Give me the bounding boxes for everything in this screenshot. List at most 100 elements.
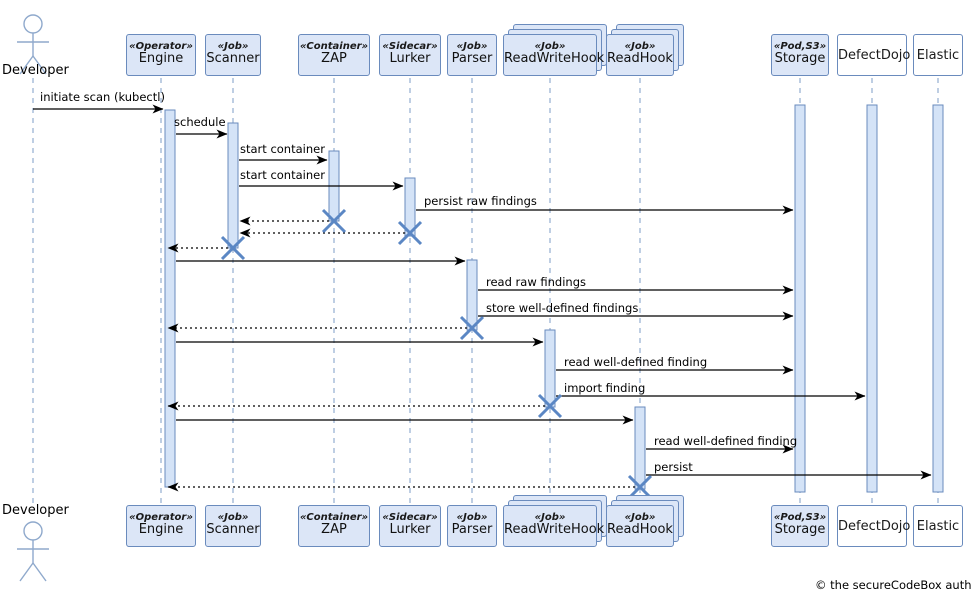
participant-box-scanner-top[interactable]: «Job»Scanner (205, 34, 261, 76)
participant-name-lurker: Lurker (389, 51, 431, 67)
footer-copyright: © the secureCodeBox authors (815, 578, 972, 592)
destroy-stroke-b (321, 208, 347, 234)
message-label-m3: start container (240, 142, 325, 156)
activation-lurker (404, 177, 416, 237)
actor-leg-right (32, 55, 47, 75)
actor-developer-top (17, 14, 49, 75)
actor-head (23, 14, 43, 34)
activation-elastic (932, 104, 944, 493)
participant-stereotype-readhook: «Job» (624, 512, 656, 523)
participant-name-zap: ZAP (321, 522, 347, 538)
participant-stereotype-engine: «Operator» (129, 41, 193, 52)
destroy-marker-d-rh (627, 474, 653, 500)
participant-stereotype-scanner: «Job» (217, 41, 249, 52)
activation-scanner (227, 122, 239, 249)
participant-box-defectdojo-top[interactable]: DefectDojo (837, 34, 911, 76)
participant-box-parser-bottom[interactable]: «Job»Parser (447, 505, 497, 547)
participant-name-readhook: ReadHook (607, 51, 673, 67)
participant-box-defectdojo-bottom[interactable]: DefectDojo (837, 505, 911, 547)
participant-box-zap-bottom[interactable]: «Container»ZAP (298, 505, 370, 547)
actor-label-bottom: Developer (2, 503, 69, 518)
message-label-m4: start container (240, 168, 325, 182)
participant-name-storage: Storage (774, 522, 826, 538)
destroy-stroke-b (627, 474, 653, 500)
activation-parser (466, 259, 478, 331)
participant-box-elastic-top[interactable]: Elastic (913, 34, 963, 76)
activation-defectdojo (866, 104, 878, 493)
participant-box-lurker-bottom[interactable]: «Sidecar»Lurker (379, 505, 441, 547)
participant-name-defectdojo: DefectDojo (838, 519, 911, 534)
participant-name-scanner: Scanner (206, 51, 260, 67)
participant-stereotype-readhook: «Job» (624, 41, 656, 52)
participant-stereotype-lurker: «Sidecar» (382, 512, 438, 523)
participant-box-readwritehook-bottom[interactable]: «Job»ReadWriteHook (503, 505, 605, 547)
participant-box-storage-bottom[interactable]: «Pod,S3»Storage (771, 505, 829, 547)
participant-stereotype-readwritehook: «Job» (534, 512, 566, 523)
participant-name-storage: Storage (774, 51, 826, 67)
message-label-m15: import finding (564, 381, 646, 395)
participant-box-storage-top[interactable]: «Pod,S3»Storage (771, 34, 829, 76)
participant-stereotype-parser: «Job» (456, 41, 488, 52)
destroy-stroke-b (459, 315, 485, 341)
participant-stereotype-lurker: «Sidecar» (382, 41, 438, 52)
messages-layer (33, 104, 932, 492)
participant-box-lurker-top[interactable]: «Sidecar»Lurker (379, 34, 441, 76)
activation-storage (794, 104, 806, 493)
actor-leg-left (19, 55, 34, 75)
participant-stereotype-readwritehook: «Job» (534, 41, 566, 52)
participant-box-readwritehook-top[interactable]: «Job»ReadWriteHook (503, 34, 605, 76)
participant-name-readwritehook: ReadWriteHook (504, 522, 605, 538)
activation-readhook (634, 406, 646, 490)
participant-box-engine-bottom[interactable]: «Operator»Engine (126, 505, 196, 547)
destroy-marker-d-parser (459, 315, 485, 341)
participant-box-scanner-bottom[interactable]: «Job»Scanner (205, 505, 261, 547)
participant-name-parser: Parser (451, 51, 493, 67)
participant-stereotype-storage: «Pod,S3» (773, 41, 827, 52)
participant-stereotype-storage: «Pod,S3» (773, 512, 827, 523)
activation-readwritehook (544, 329, 556, 408)
message-label-m2: schedule (174, 115, 226, 129)
participant-name-zap: ZAP (321, 51, 347, 67)
actor-label-top: Developer (2, 63, 69, 78)
actor-leg-right (32, 562, 47, 582)
destroy-stroke-b (220, 235, 246, 261)
participant-name-readwritehook: ReadWriteHook (504, 51, 605, 67)
participant-box-engine-top[interactable]: «Operator»Engine (126, 34, 196, 76)
participant-stereotype-parser: «Job» (456, 512, 488, 523)
participant-box-readhook-bottom[interactable]: «Job»ReadHook (606, 505, 674, 547)
participant-name-defectdojo: DefectDojo (838, 48, 911, 63)
actor-layer (17, 14, 49, 582)
message-label-m1: initiate scan (kubectl) (40, 90, 165, 104)
destroy-stroke-b (397, 220, 423, 246)
message-label-m14: read well-defined finding (564, 355, 708, 369)
destroy-marker-d-lurker (397, 220, 423, 246)
participant-box-zap-top[interactable]: «Container»ZAP (298, 34, 370, 76)
actor-head (23, 521, 43, 541)
participant-stereotype-zap: «Container» (299, 41, 369, 52)
participant-box-parser-top[interactable]: «Job»Parser (447, 34, 497, 76)
destroy-marker-d-scanner (220, 235, 246, 261)
destruction-markers-layer (220, 208, 653, 500)
participant-name-parser: Parser (451, 522, 493, 538)
participant-box-elastic-bottom[interactable]: Elastic (913, 505, 963, 547)
message-label-m11: store well-defined findings (486, 301, 639, 315)
participant-name-scanner: Scanner (206, 522, 260, 538)
actor-leg-left (19, 562, 34, 582)
participant-name-readhook: ReadHook (607, 522, 673, 538)
destroy-stroke-b (537, 393, 563, 419)
participant-name-engine: Engine (138, 51, 184, 67)
participant-box-readhook-top[interactable]: «Job»ReadHook (606, 34, 674, 76)
participant-name-elastic: Elastic (916, 519, 960, 534)
activations-layer (164, 104, 944, 493)
participant-stereotype-engine: «Operator» (129, 512, 193, 523)
activation-engine (164, 109, 176, 488)
message-label-m19: persist (654, 460, 693, 474)
message-label-m18: read well-defined finding (654, 434, 798, 448)
participant-name-elastic: Elastic (916, 48, 960, 63)
participant-name-lurker: Lurker (389, 522, 431, 538)
actor-developer-bottom (17, 521, 49, 582)
participant-stereotype-scanner: «Job» (217, 512, 249, 523)
participant-name-engine: Engine (138, 522, 184, 538)
destroy-marker-d-zap (321, 208, 347, 234)
